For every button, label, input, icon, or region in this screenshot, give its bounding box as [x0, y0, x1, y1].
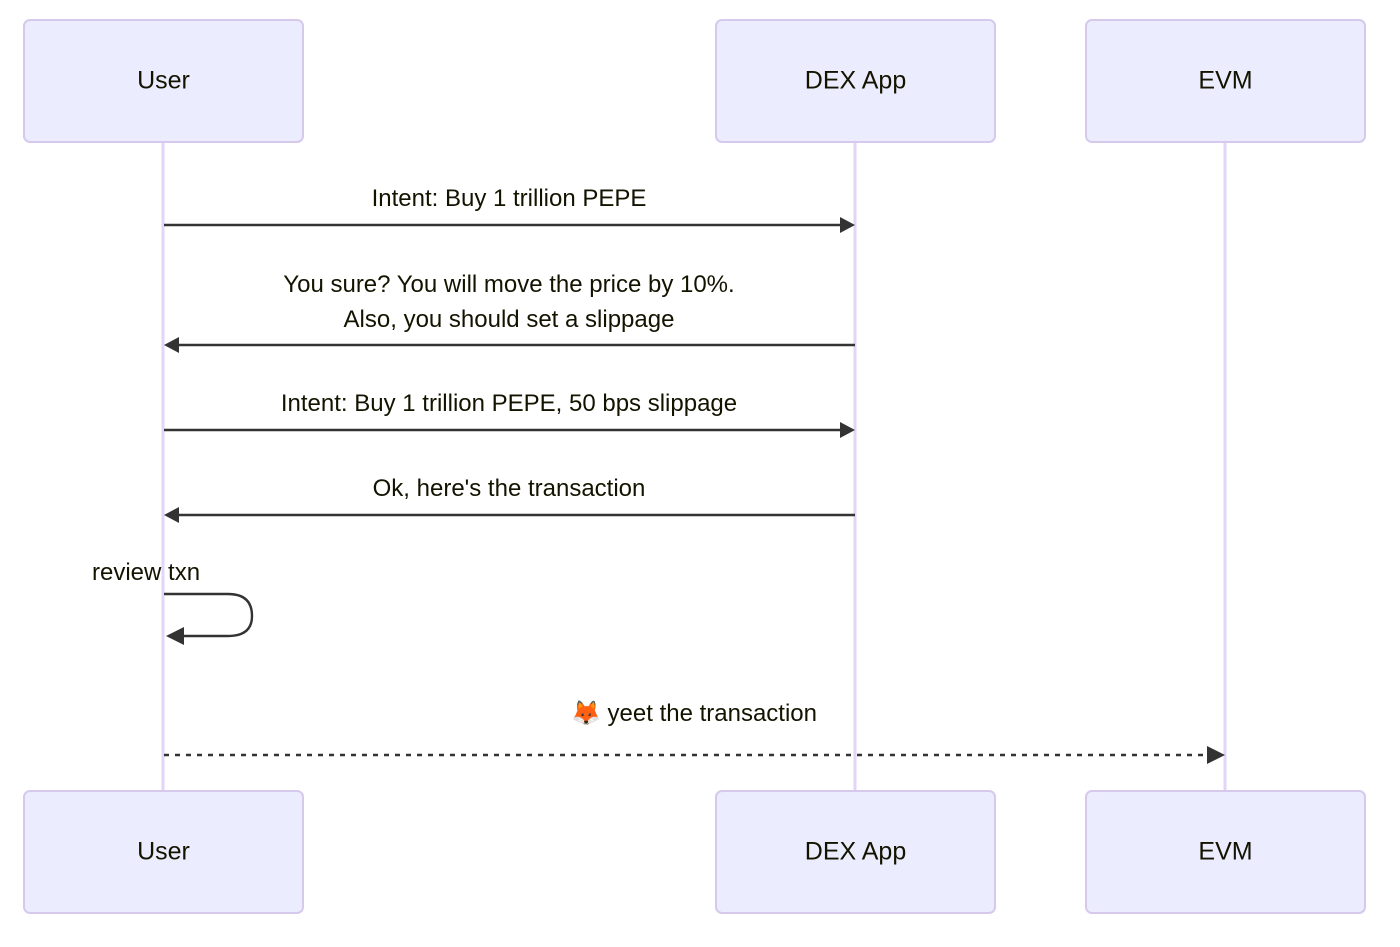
actor-label-user-top: User	[137, 67, 190, 95]
message-3[interactable]: Intent: Buy 1 trillion PEPE, 50 bps slip…	[164, 390, 855, 438]
actor-label-dex-top: DEX App	[805, 67, 906, 95]
message-6-arrowhead-right-icon	[1207, 746, 1225, 764]
actor-label-dex-bottom: DEX App	[805, 838, 906, 866]
actor-box-evm-top-rect[interactable]	[1085, 19, 1366, 143]
message-1-label: Intent: Buy 1 trillion PEPE	[372, 185, 647, 212]
actor-label-evm-top: EVM	[1198, 67, 1252, 95]
actor-box-user-bottom[interactable]: User	[23, 790, 304, 914]
actor-box-evm-bottom[interactable]: EVM	[1085, 790, 1366, 914]
message-2-arrowhead-left-icon	[164, 337, 179, 353]
message-4[interactable]: Ok, here's the transaction	[164, 475, 855, 523]
message-3-label: Intent: Buy 1 trillion PEPE, 50 bps slip…	[281, 390, 737, 417]
actor-box-evm-bottom-rect[interactable]	[1085, 790, 1366, 914]
actor-box-dex-bottom[interactable]: DEX App	[715, 790, 996, 914]
actor-box-dex-bottom-rect[interactable]	[715, 790, 996, 914]
message-2-label-line1: You sure? You will move the price by 10%…	[283, 271, 734, 298]
actor-label-user-bottom: User	[137, 838, 190, 866]
actor-box-user-top-rect[interactable]	[23, 19, 304, 143]
message-4-label: Ok, here's the transaction	[373, 475, 646, 502]
message-5-loop-path	[164, 592, 254, 638]
message-1[interactable]: Intent: Buy 1 trillion PEPE	[164, 185, 855, 233]
actor-box-dex-top-rect[interactable]	[715, 19, 996, 143]
message-6[interactable]: 🦊 yeet the transaction	[164, 700, 1225, 764]
message-3-arrowhead-right-icon	[840, 422, 855, 438]
actor-box-user-bottom-rect[interactable]	[23, 790, 304, 914]
message-5-self-loop[interactable]: review txn	[92, 559, 254, 645]
actor-box-evm-top[interactable]: EVM	[1085, 19, 1366, 143]
message-4-arrowhead-left-icon	[164, 507, 179, 523]
actor-box-user-top[interactable]: User	[23, 19, 304, 143]
message-5-arrowhead-left-icon	[166, 627, 184, 645]
message-2[interactable]: You sure? You will move the price by 10%…	[164, 271, 855, 353]
actor-box-dex-top[interactable]: DEX App	[715, 19, 996, 143]
actor-label-evm-bottom: EVM	[1198, 838, 1252, 866]
message-1-arrowhead-right-icon	[840, 217, 855, 233]
message-6-label: 🦊 yeet the transaction	[571, 700, 817, 727]
message-5-label: review txn	[92, 559, 200, 586]
message-2-label-line2: Also, you should set a slippage	[344, 306, 675, 333]
lifelines-group	[161, 142, 1227, 792]
